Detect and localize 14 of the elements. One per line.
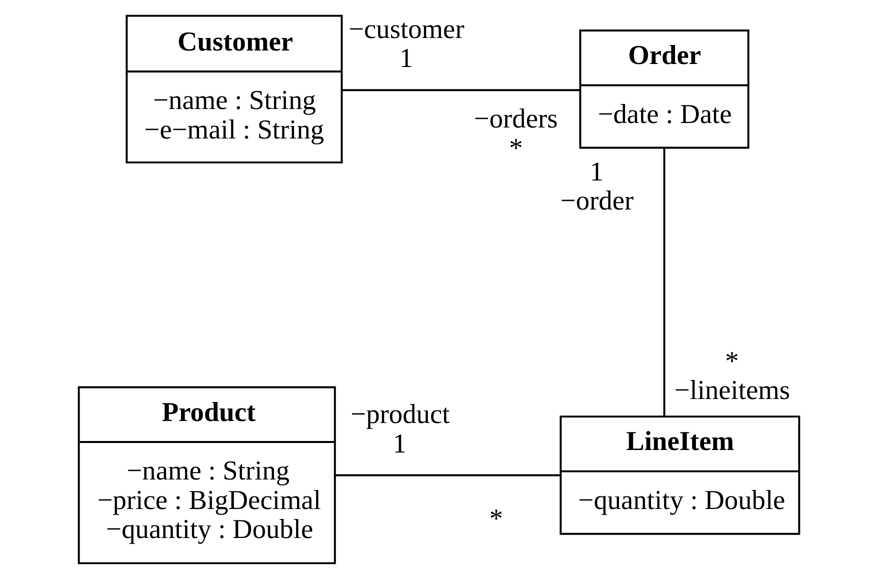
label: * bbox=[488, 503, 503, 534]
label: −orders bbox=[473, 104, 558, 134]
connector bbox=[662, 148, 665, 416]
label: * bbox=[508, 132, 522, 163]
label: 1 bbox=[392, 428, 406, 458]
label: −lineitems bbox=[674, 375, 790, 406]
label: −order bbox=[560, 186, 634, 216]
label: −product bbox=[350, 398, 450, 429]
connector bbox=[342, 89, 580, 92]
label: 1 bbox=[398, 43, 413, 74]
label: −customer bbox=[348, 14, 464, 44]
connector bbox=[335, 474, 560, 476]
label: 1 bbox=[589, 156, 603, 186]
label: * bbox=[724, 346, 738, 376]
